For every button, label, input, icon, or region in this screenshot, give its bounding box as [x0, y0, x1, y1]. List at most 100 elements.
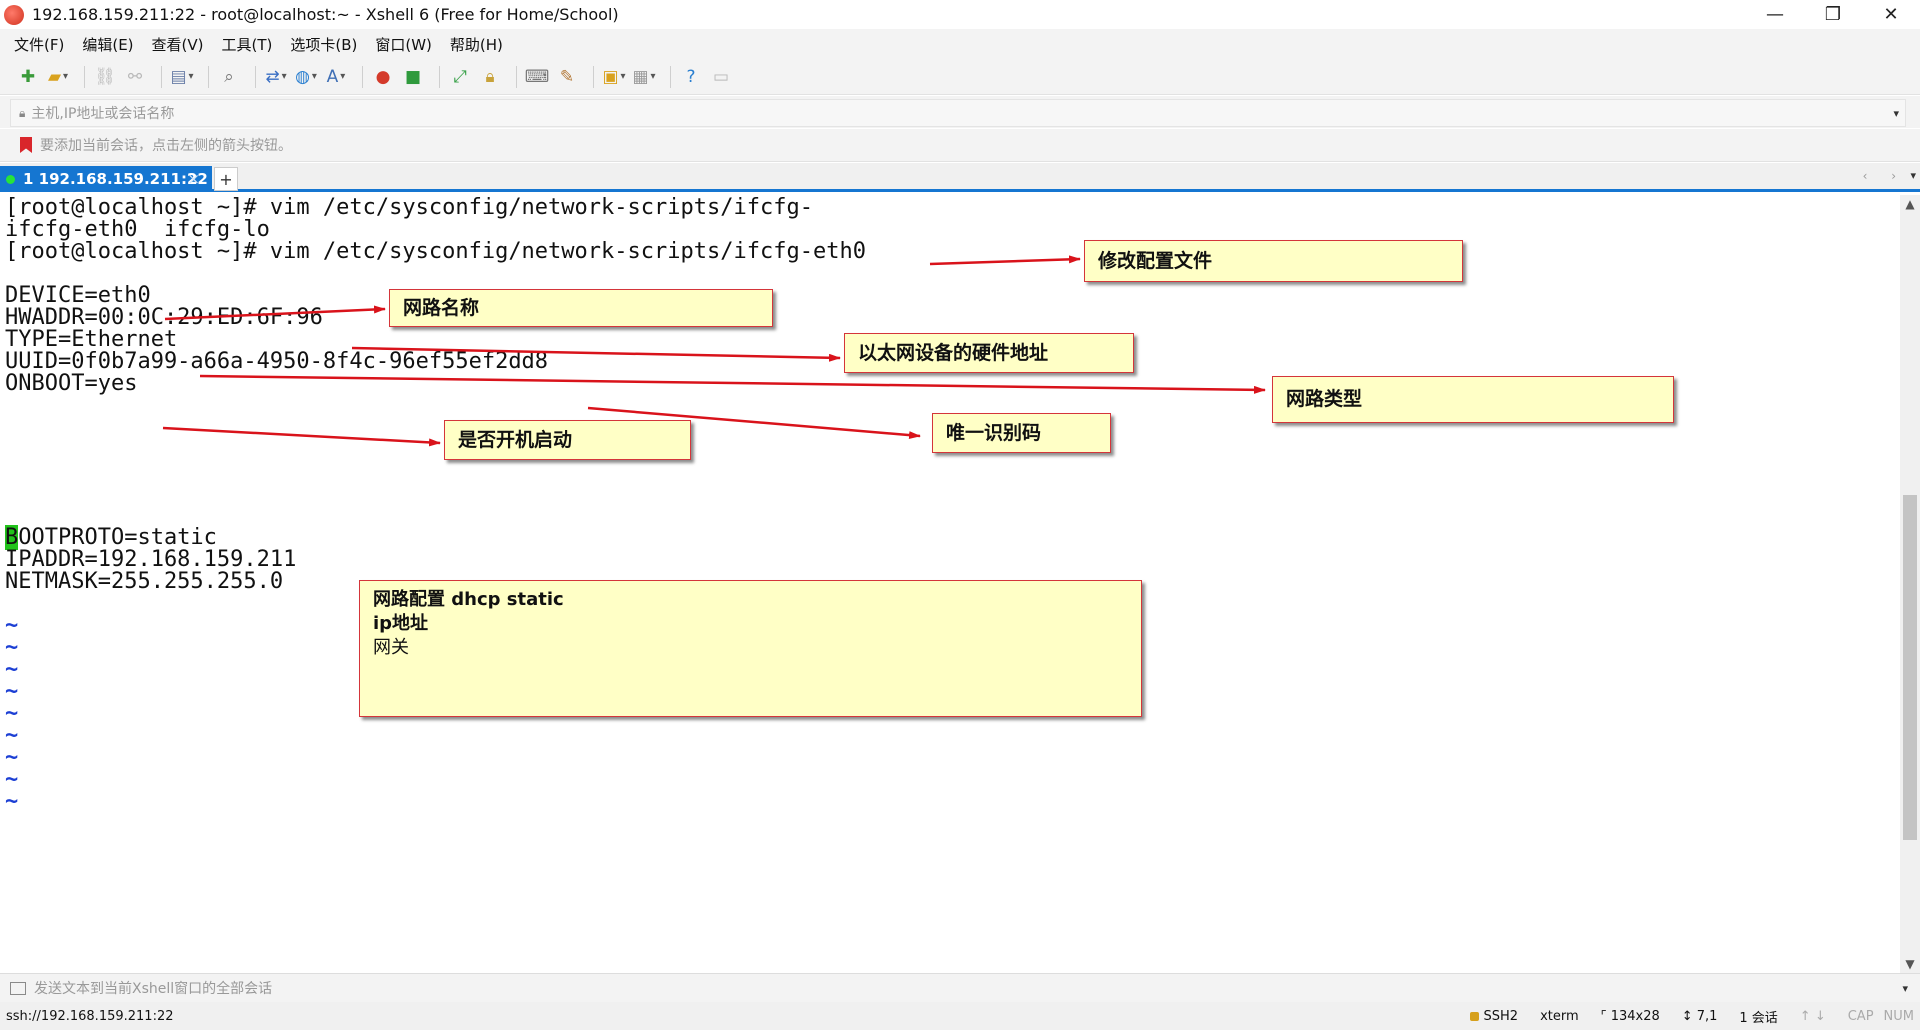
properties-icon[interactable]: ▤ [170, 65, 194, 89]
lock-icon [1469, 1011, 1479, 1021]
terminal-line: ifcfg-eth0 ifcfg-lo [5, 217, 270, 242]
help-icon[interactable]: ? [686, 66, 696, 87]
layout-icon[interactable]: ▦ [632, 65, 656, 89]
disconnect-icon[interactable]: ⚯ [127, 66, 143, 87]
position-icon: ↕ [1681, 1008, 1693, 1024]
empty-line-tilde: ~ [5, 745, 19, 770]
fullscreen-icon[interactable]: ⤢ [453, 66, 467, 87]
toolbar: ✚ ▰ ⛓ ⚯ ▤ ⌕ ⇄ ◍ A ● ■ ⤢ 🔒︎ ⌨ ✎ ▣ ▦ ? ▭ [0, 59, 1920, 95]
find-icon[interactable]: ⌕ [224, 66, 234, 87]
close-tab-icon[interactable]: × [187, 170, 200, 188]
new-tab-button[interactable]: + [214, 167, 238, 191]
note-nic-name: 网路名称 [389, 289, 773, 327]
toolbar-divider [161, 65, 162, 88]
new-session-icon[interactable]: ✚ [20, 66, 36, 87]
tab-bar: 1 192.168.159.211:22 × + ‹ › ▾ [0, 163, 1920, 192]
close-window-button[interactable]: ✕ [1883, 4, 1899, 25]
host-input-placeholder: 主机,IP地址或会话名称 [31, 106, 175, 122]
scroll-down-icon[interactable]: ▼ [1905, 957, 1915, 971]
status-connection: ssh://192.168.159.211:22 [6, 1008, 174, 1024]
note-bootproto-line: 网路配置 dhcp static [373, 589, 564, 610]
toolbar-divider [208, 65, 209, 88]
status-arrows: ↑ ↓ [1799, 1008, 1826, 1024]
transfer-icon[interactable]: ⇄ [264, 65, 288, 89]
lock-icon: 🔒︎ [19, 105, 26, 120]
restore-button[interactable]: ❐ [1824, 4, 1842, 25]
menu-window[interactable]: 窗口(W) [375, 35, 432, 54]
window-title: 192.168.159.211:22 - root@localhost:~ - … [32, 5, 619, 24]
menu-tabs[interactable]: 选项卡(B) [290, 35, 358, 54]
globe-icon[interactable]: ◍ [294, 65, 318, 89]
menu-tools[interactable]: 工具(T) [221, 35, 273, 54]
scrollbar-thumb[interactable] [1903, 495, 1917, 840]
status-num: NUM [1883, 1008, 1914, 1024]
new-tab-group-icon[interactable]: ▣ [602, 65, 626, 89]
tab-navigation-arrows[interactable]: ‹ › [1862, 169, 1906, 183]
terminal-line-text: OOTPROTO=static [18, 525, 217, 550]
text-cursor: B [5, 525, 19, 550]
toolbar-divider [84, 65, 85, 88]
chevron-down-icon[interactable]: ▾ [1893, 106, 1899, 120]
status-cap: CAP [1847, 1008, 1874, 1024]
toolbar-divider [439, 65, 440, 88]
terminal-line: NETMASK=255.255.255.0 [5, 569, 284, 594]
compose-bar-text: 发送文本到当前Xshell窗口的全部会话 [34, 981, 273, 997]
connect-icon[interactable]: ⛓ [94, 66, 116, 87]
status-protocol: SSH2 [1469, 1008, 1519, 1024]
tab-session-label: 1 192.168.159.211:22 [23, 170, 208, 188]
compose-bar[interactable]: 发送文本到当前Xshell窗口的全部会话 ▾ [0, 973, 1920, 1002]
xshell-icon[interactable]: ● [375, 66, 391, 87]
keyboard-icon [10, 981, 26, 995]
status-protocol-label: SSH2 [1483, 1008, 1519, 1024]
minimize-button[interactable]: — [1766, 4, 1784, 25]
toolbar-divider [516, 65, 517, 88]
status-position: ↕7,1 [1682, 1009, 1718, 1024]
font-icon[interactable]: A [324, 65, 348, 89]
address-bar: 🔒︎ 主机,IP地址或会话名称 ▾ [0, 96, 1920, 128]
toolbar-divider [670, 65, 671, 88]
terminal-scrollbar[interactable]: ▲ ▼ [1900, 195, 1920, 973]
title-bar: 192.168.159.211:22 - root@localhost:~ - … [0, 0, 1920, 29]
tab-menu-icon[interactable]: ▾ [1910, 169, 1916, 182]
note-hw-addr: 以太网设备的硬件地址 [844, 333, 1134, 373]
window-controls: — ❐ ✕ [1746, 0, 1920, 29]
scroll-up-icon[interactable]: ▲ [1905, 197, 1915, 211]
terminal-line: [root@localhost ~]# vim /etc/sysconfig/n… [5, 195, 813, 220]
bookmark-icon[interactable] [20, 137, 32, 153]
empty-line-tilde: ~ [5, 613, 19, 638]
note-onboot: 是否开机启动 [444, 420, 691, 460]
empty-line-tilde: ~ [5, 657, 19, 682]
connected-status-icon [6, 174, 15, 184]
xshell-logo-icon [4, 4, 24, 25]
note-bootproto: 网路配置 dhcp static ip地址 网关 [359, 580, 1142, 717]
script-icon[interactable]: ✎ [559, 66, 575, 87]
terminal-area[interactable]: [root@localhost ~]# vim /etc/sysconfig/n… [0, 195, 1900, 973]
open-folder-icon[interactable]: ▰ [46, 65, 70, 89]
keyboard-icon[interactable]: ⌨ [524, 66, 550, 87]
empty-line-tilde: ~ [5, 635, 19, 660]
note-uuid: 唯一识别码 [932, 413, 1111, 453]
host-input[interactable]: 🔒︎ 主机,IP地址或会话名称 ▾ [10, 99, 1906, 127]
menu-edit[interactable]: 编辑(E) [82, 35, 134, 54]
empty-line-tilde: ~ [5, 701, 19, 726]
xftp-icon[interactable]: ■ [404, 66, 422, 87]
terminal-line: ONBOOT=yes [5, 371, 138, 396]
note-net-type: 网路类型 [1272, 376, 1674, 423]
menu-view[interactable]: 查看(V) [151, 35, 204, 54]
tab-session[interactable]: 1 192.168.159.211:22 × [0, 166, 212, 192]
status-position-label: 7,1 [1696, 1008, 1718, 1024]
lock-icon[interactable]: 🔒︎ [485, 66, 495, 87]
note-bootproto-line: 网关 [373, 637, 409, 658]
menu-bar: 文件(F) 编辑(E) 查看(V) 工具(T) 选项卡(B) 窗口(W) 帮助(… [0, 29, 1920, 59]
status-sessions: 1 会话 [1739, 1010, 1778, 1026]
menu-help[interactable]: 帮助(H) [449, 35, 503, 54]
session-hint-bar: 要添加当前会话，点击左侧的箭头按钮。 [0, 129, 1920, 162]
terminal-line: TYPE=Ethernet [5, 327, 178, 352]
empty-line-tilde: ~ [5, 789, 19, 814]
resize-icon: ⌜ [1600, 1008, 1607, 1024]
chevron-down-icon[interactable]: ▾ [1902, 981, 1908, 995]
menu-file[interactable]: 文件(F) [14, 35, 65, 54]
status-right: SSH2 xterm ⌜134x28 ↕7,1 1 会话 ↑ ↓ CAP NUM [1448, 1002, 1914, 1030]
toolbar-divider [593, 65, 594, 88]
chat-icon[interactable]: ▭ [712, 66, 730, 87]
